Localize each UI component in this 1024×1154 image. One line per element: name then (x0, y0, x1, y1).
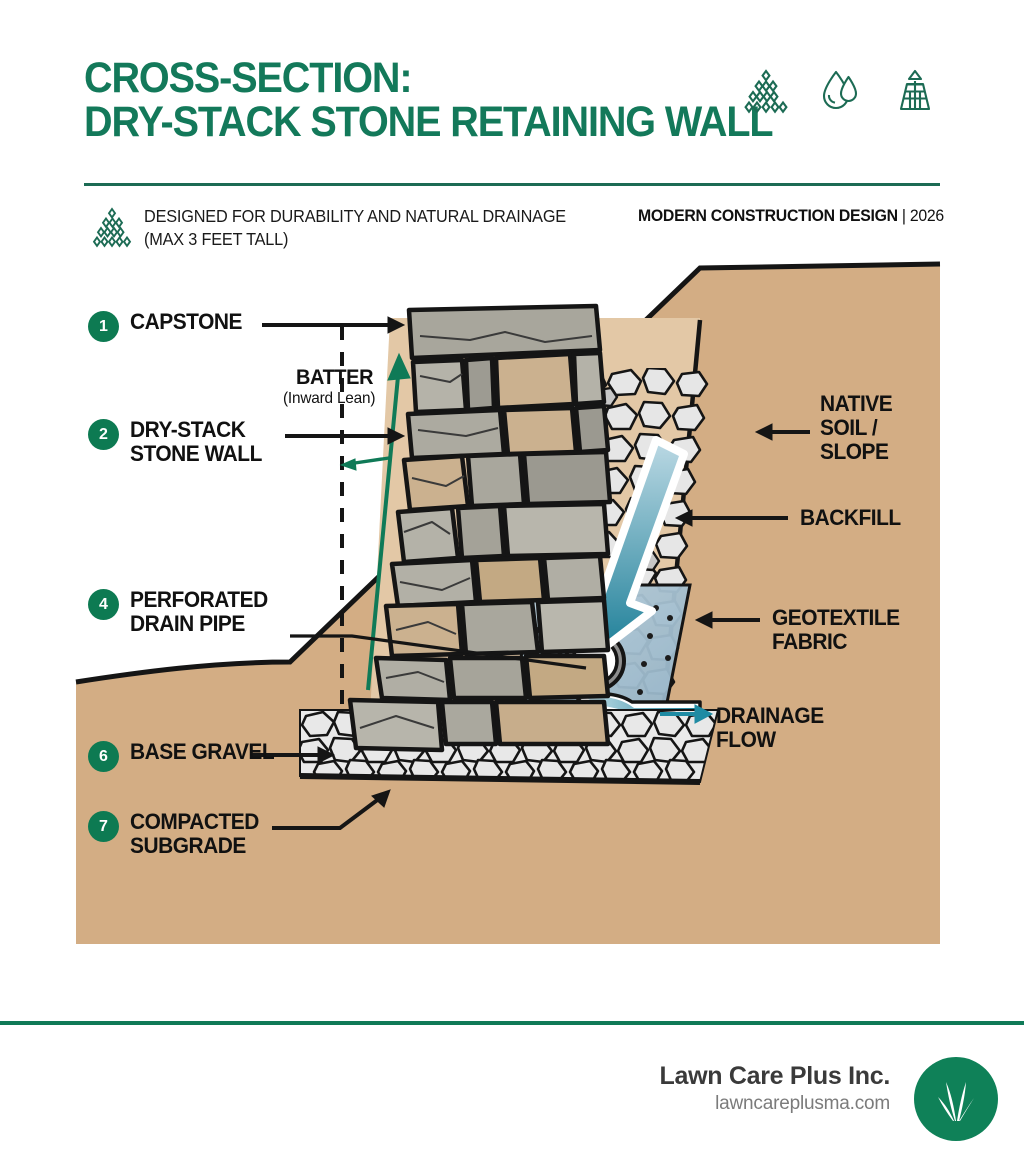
company-name: Lawn Care Plus Inc. (659, 1062, 891, 1090)
badge-number: 2 (88, 419, 119, 450)
badge-number: 4 (88, 589, 119, 620)
batter-arrow-group (339, 352, 411, 691)
header: CROSS-SECTION: DRY-STACK STONE RETAINING… (0, 0, 1024, 249)
label-text: CAPSTONE (130, 309, 242, 334)
credit-year: 2026 (909, 206, 944, 225)
footer-divider (0, 1021, 1024, 1025)
subtitle-bar: DESIGNED FOR DURABILITY AND NATURAL DRAI… (84, 200, 944, 260)
label-text: DRY-STACK STONE WALL (130, 417, 262, 466)
footer: Lawn Care Plus Inc. lawncareplusma.com (0, 1025, 1024, 1154)
header-icon-group (742, 62, 942, 120)
badge-number: 6 (88, 741, 119, 772)
credit-separator: | (897, 206, 910, 225)
water-droplet-icon (816, 68, 864, 114)
batter-subtitle: (Inward Lean) (283, 390, 376, 407)
label-base-gravel[interactable]: 6 BASE GRAVEL (88, 740, 282, 772)
header-divider (84, 183, 940, 186)
gravel-pile-icon (742, 68, 790, 114)
badge-number: 7 (88, 811, 119, 842)
leader-lines (250, 316, 810, 830)
credit-bold: MODERN CONSTRUCTION DESIGN (638, 206, 898, 225)
subtitle-text: DESIGNED FOR DURABILITY AND NATURAL DRAI… (144, 206, 566, 250)
title-line-2: DRY-STACK STONE RETAINING WALL (84, 98, 774, 147)
credit-line: MODERN CONSTRUCTION DESIGN | 2026 (638, 206, 944, 226)
label-backfill[interactable]: BACKFILL (800, 505, 901, 530)
label-dry-stack-stone-wall[interactable]: 2 DRY-STACK STONE WALL (88, 418, 269, 466)
label-text: PERFORATED DRAIN PIPE (130, 587, 268, 636)
company-website[interactable]: lawncareplusma.com (715, 1093, 890, 1114)
label-text: COMPACTED SUBGRADE (130, 809, 259, 858)
drainage-flow-arrow (660, 704, 714, 724)
retaining-wall-arrow-icon (890, 68, 940, 114)
label-native-soil-slope[interactable]: NATIVE SOIL / SLOPE (820, 391, 893, 465)
compacted-subgrade-line (299, 773, 701, 785)
diagram-svg (75, 261, 941, 944)
title-line-1: CROSS-SECTION: (84, 54, 413, 102)
dry-stack-stone-wall (347, 303, 613, 753)
label-drainage-flow[interactable]: DRAINAGE FLOW (716, 703, 824, 753)
batter-title: BATTER (296, 366, 374, 389)
page-title: CROSS-SECTION: DRY-STACK STONE RETAINING… (84, 54, 774, 147)
label-compacted-subgrade[interactable]: 7 COMPACTED SUBGRADE (88, 810, 266, 858)
label-capstone[interactable]: 1 CAPSTONE (88, 310, 248, 342)
label-perforated-drain-pipe[interactable]: 4 PERFORATED DRAIN PIPE (88, 588, 275, 636)
label-geotextile-fabric[interactable]: GEOTEXTILE FABRIC (772, 605, 900, 655)
company-logo[interactable] (914, 1057, 998, 1141)
gravel-pile-small-icon (90, 206, 134, 250)
badge-number: 1 (88, 311, 119, 342)
label-text: BASE GRAVEL (130, 739, 275, 764)
cross-section-diagram (0, 258, 1024, 958)
